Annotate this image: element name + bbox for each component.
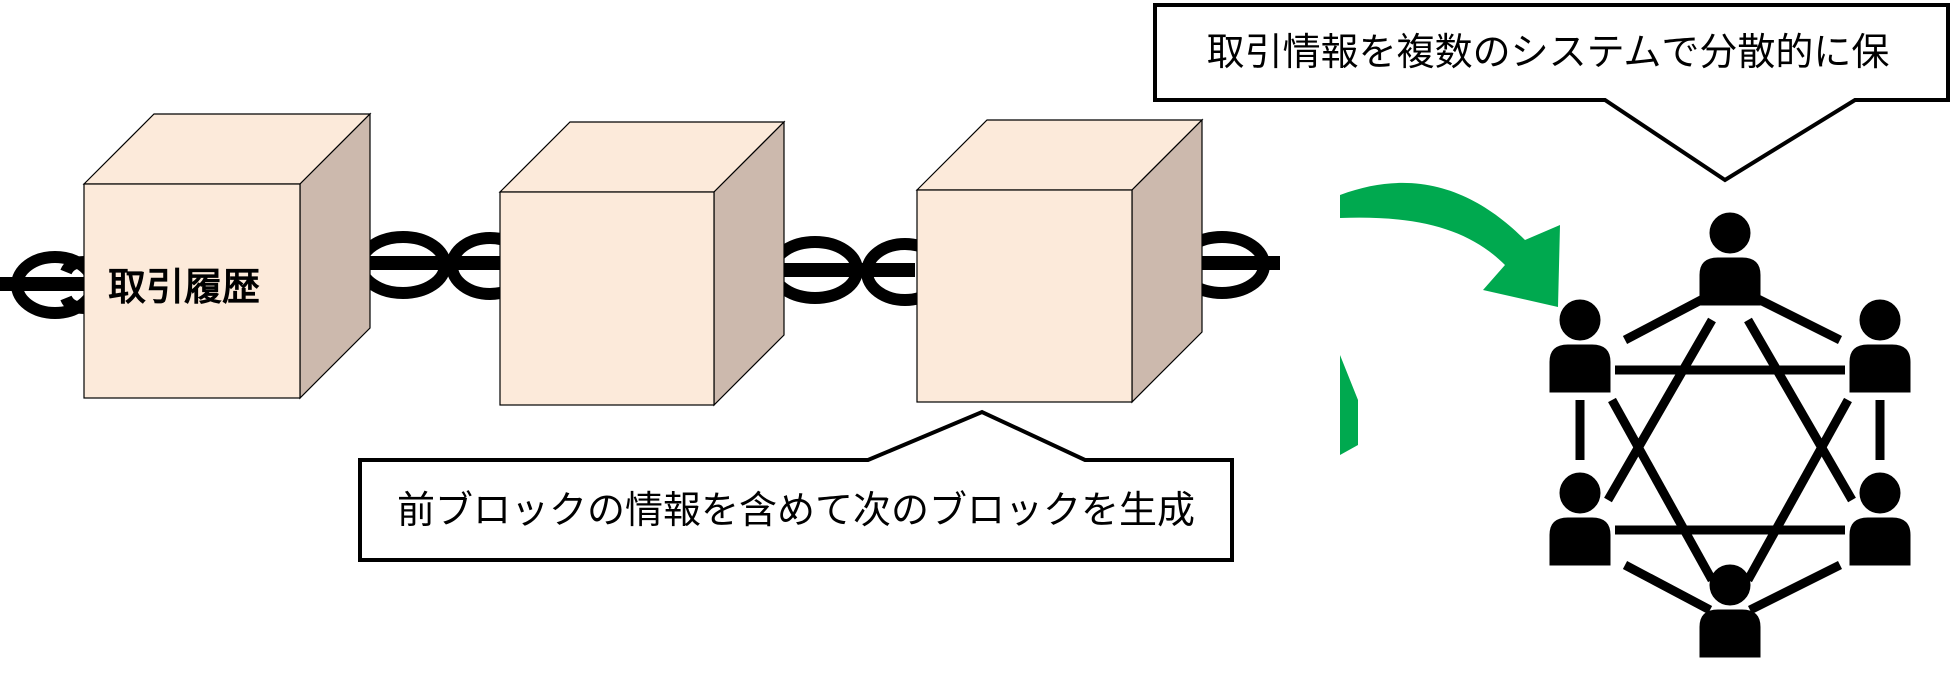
distributed-network-people-icon: [1550, 213, 1910, 657]
block-cube: [500, 122, 784, 405]
person-icon: [1850, 473, 1910, 565]
bottom-callout-text: 前ブロックの情報を含めて次のブロックを生成: [397, 488, 1195, 532]
curved-arrow-icon: [1340, 183, 1560, 455]
chain-link-icon: [0, 262, 84, 308]
block-cube: [84, 114, 370, 398]
block-label: 取引履歴: [108, 265, 260, 309]
person-icon: [1700, 213, 1760, 305]
person-icon: [1550, 300, 1610, 392]
person-icon: [1850, 300, 1910, 392]
person-icon: [1550, 473, 1610, 565]
block-cube: [917, 120, 1202, 402]
bottom-callout: [360, 412, 1232, 560]
top-callout-text: 取引情報を複数のシステムで分散的に保: [1207, 30, 1890, 74]
